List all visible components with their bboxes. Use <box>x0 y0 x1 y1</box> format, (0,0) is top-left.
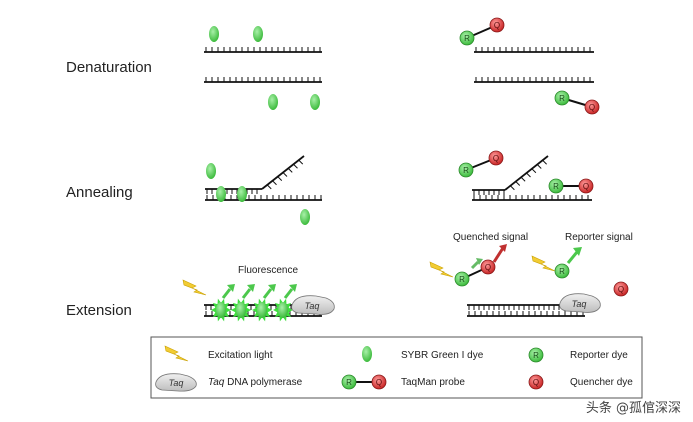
fluorescing-sybr-dye <box>211 284 235 322</box>
sybr-dye-molecule <box>268 94 278 110</box>
svg-text:R: R <box>533 351 539 360</box>
excitation-light-bolt <box>429 261 454 278</box>
legend-reporter-dye-label: Reporter dye <box>570 350 628 361</box>
svg-text:R: R <box>346 378 352 387</box>
fluorescing-sybr-dye <box>231 284 255 322</box>
legend-taq-polymerase-label: Taq DNA polymerase <box>208 377 303 388</box>
dna-template-strand <box>472 195 592 201</box>
fluorescing-sybr-dye <box>273 284 297 322</box>
svg-text:Q: Q <box>376 378 382 387</box>
quenched-probe: R Q <box>454 244 507 287</box>
sybr-dye-molecule <box>310 94 320 110</box>
svg-text:Q: Q <box>583 182 589 191</box>
legend-sybr-dye-icon <box>362 346 372 362</box>
svg-text:Q: Q <box>494 21 500 30</box>
legend-sybr-dye-label: SYBR Green I dye <box>401 350 484 361</box>
legend-box <box>150 336 643 399</box>
fluorescing-sybr-dye <box>252 284 276 322</box>
dna-primer-strand <box>472 189 505 195</box>
sybr-dye-molecule <box>206 163 216 179</box>
svg-text:R: R <box>463 166 469 175</box>
dna-single-strand <box>204 47 322 53</box>
step-label-annealing: Annealing <box>66 184 133 201</box>
taqman-probe: R Q <box>458 150 504 178</box>
svg-text:Q: Q <box>618 285 624 294</box>
dna-single-strand <box>474 77 594 83</box>
svg-text:Q: Q <box>533 378 539 387</box>
legend-quencher-dye-icon: Q <box>528 374 544 390</box>
dna-primer-strand <box>205 188 262 194</box>
taqman-probe: R Q <box>554 90 600 115</box>
free-reporter-dye: R <box>554 247 582 279</box>
svg-text:R: R <box>553 182 559 191</box>
excitation-light-bolt <box>531 255 556 272</box>
legend-excitation-light-label: Excitation light <box>208 350 273 361</box>
svg-text:R: R <box>459 275 465 284</box>
step-label-extension: Extension <box>66 302 132 319</box>
step-label-denaturation: Denaturation <box>66 59 152 76</box>
sybr-dye-molecule <box>253 26 263 42</box>
sybr-dye-bound <box>216 186 226 202</box>
legend-taqman-probe-label: TaqMan probe <box>401 377 465 388</box>
watermark: 头条 @孤倌深深 <box>586 400 681 416</box>
sybr-dye-molecule <box>300 209 310 225</box>
sybr-dye-molecule <box>209 26 219 42</box>
reporter-signal-label: Reporter signal <box>565 232 633 243</box>
dna-displaced-strand <box>261 155 305 190</box>
quenched-signal-label: Quenched signal <box>453 232 528 243</box>
taq-polymerase: Taq <box>559 293 601 313</box>
excitation-light-bolt <box>182 279 207 296</box>
svg-text:Q: Q <box>485 263 491 272</box>
dna-single-strand <box>204 77 322 83</box>
svg-text:R: R <box>464 34 470 43</box>
legend-taqman-probe-icon: R Q <box>341 374 387 390</box>
taq-polymerase: Taq <box>291 295 335 315</box>
svg-text:Taq: Taq <box>305 301 320 311</box>
legend: Excitation light SYBR Green I dye R Repo… <box>150 336 643 399</box>
fluorescing-dyes <box>211 284 297 322</box>
legend-taq-polymerase-icon: Taq <box>155 373 197 392</box>
legend-excitation-light-icon <box>164 345 189 362</box>
taqman-probe: R Q <box>459 17 505 46</box>
svg-text:Q: Q <box>589 103 595 112</box>
legend-reporter-dye-icon: R <box>528 347 544 363</box>
dna-single-strand <box>474 47 594 53</box>
legend-quencher-dye-label: Quencher dye <box>570 377 633 388</box>
dna-template-strand <box>467 311 585 317</box>
taqman-probe-annealed: R Q <box>548 178 594 194</box>
free-quencher-dye: Q <box>613 281 629 297</box>
svg-text:R: R <box>559 267 565 276</box>
svg-text:Q: Q <box>493 154 499 163</box>
dna-displaced-strand <box>504 155 549 191</box>
svg-text:R: R <box>559 94 565 103</box>
svg-text:Taq: Taq <box>572 299 587 309</box>
sybr-dye-bound <box>237 186 247 202</box>
fluorescence-label: Fluorescence <box>238 265 298 276</box>
svg-text:Taq: Taq <box>169 378 184 388</box>
